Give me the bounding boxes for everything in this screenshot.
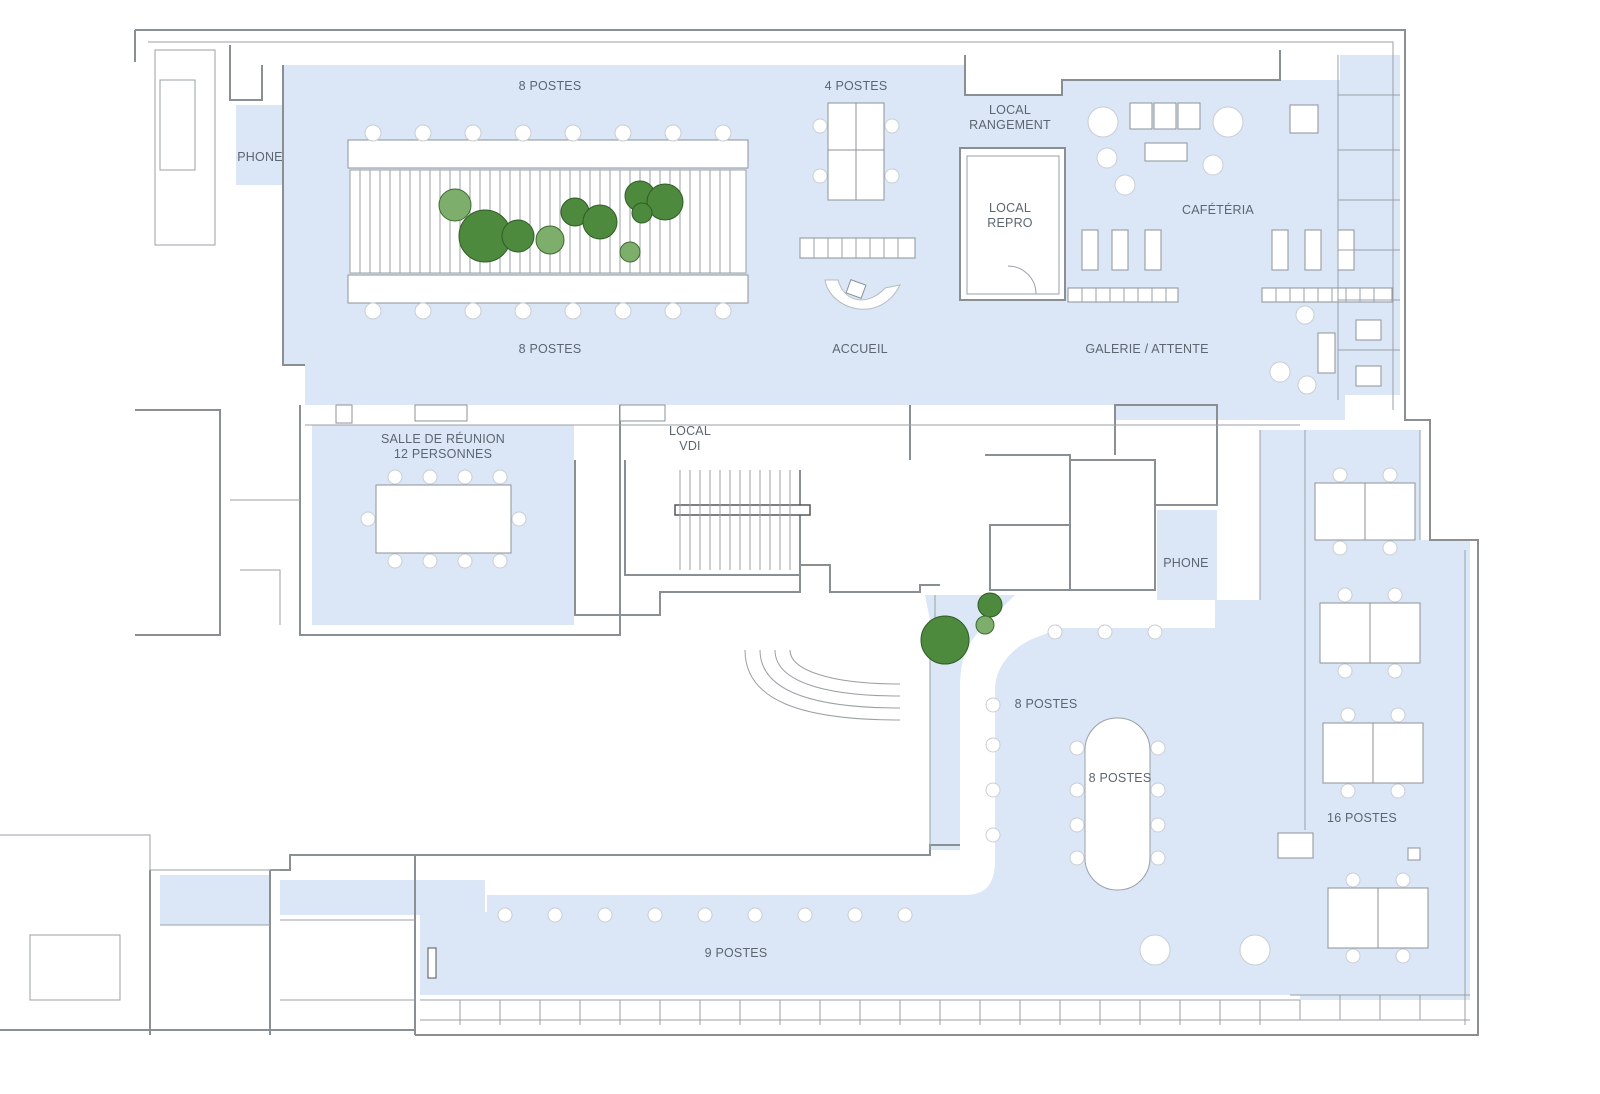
label-local-repro-1: LOCAL bbox=[989, 201, 1031, 215]
walls bbox=[0, 29, 1479, 1036]
reception bbox=[799, 237, 916, 310]
label-local-rangement-2: RANGEMENT bbox=[969, 118, 1051, 132]
label-accueil: ACCUEIL bbox=[832, 342, 888, 356]
label-postes-second: 8 POSTES bbox=[519, 342, 582, 356]
stair-core bbox=[674, 470, 901, 721]
label-cafeteria: CAFÉTÉRIA bbox=[1182, 202, 1254, 217]
label-local-vdi-1: LOCAL bbox=[669, 424, 711, 438]
label-salle-reunion-2: 12 PERSONNES bbox=[394, 447, 492, 461]
nine-desk-row bbox=[427, 907, 913, 979]
repro-room bbox=[959, 147, 1066, 301]
room-labels: 8 POSTES 4 POSTES LOCAL RANGEMENT PHONE … bbox=[237, 79, 1397, 960]
cafeteria-furniture bbox=[1067, 55, 1400, 400]
label-postes-nine: 9 POSTES bbox=[705, 946, 768, 960]
label-postes-top-mid: 4 POSTES bbox=[825, 79, 888, 93]
label-postes-right-b: 8 POSTES bbox=[1089, 771, 1152, 785]
label-postes-top-left: 8 POSTES bbox=[519, 79, 582, 93]
courtyard-plants bbox=[920, 592, 1003, 665]
label-phone-right: PHONE bbox=[1163, 556, 1208, 570]
label-postes-right-a: 8 POSTES bbox=[1015, 697, 1078, 711]
meeting-table bbox=[335, 404, 666, 569]
label-salle-reunion-1: SALLE DE RÉUNION bbox=[381, 431, 505, 446]
oval-table bbox=[985, 624, 1166, 891]
label-galerie: GALERIE / ATTENTE bbox=[1085, 342, 1208, 356]
facade-mullions bbox=[459, 995, 1421, 1025]
label-phone-left: PHONE bbox=[237, 150, 282, 164]
sixteen-desk-area bbox=[1139, 467, 1429, 966]
label-postes-sixteen: 16 POSTES bbox=[1327, 811, 1397, 825]
planter-workstations bbox=[347, 124, 749, 320]
label-local-vdi-2: VDI bbox=[679, 439, 700, 453]
four-desk-cluster bbox=[812, 102, 900, 201]
label-local-rangement-1: LOCAL bbox=[989, 103, 1031, 117]
label-local-repro-2: REPRO bbox=[987, 216, 1033, 230]
